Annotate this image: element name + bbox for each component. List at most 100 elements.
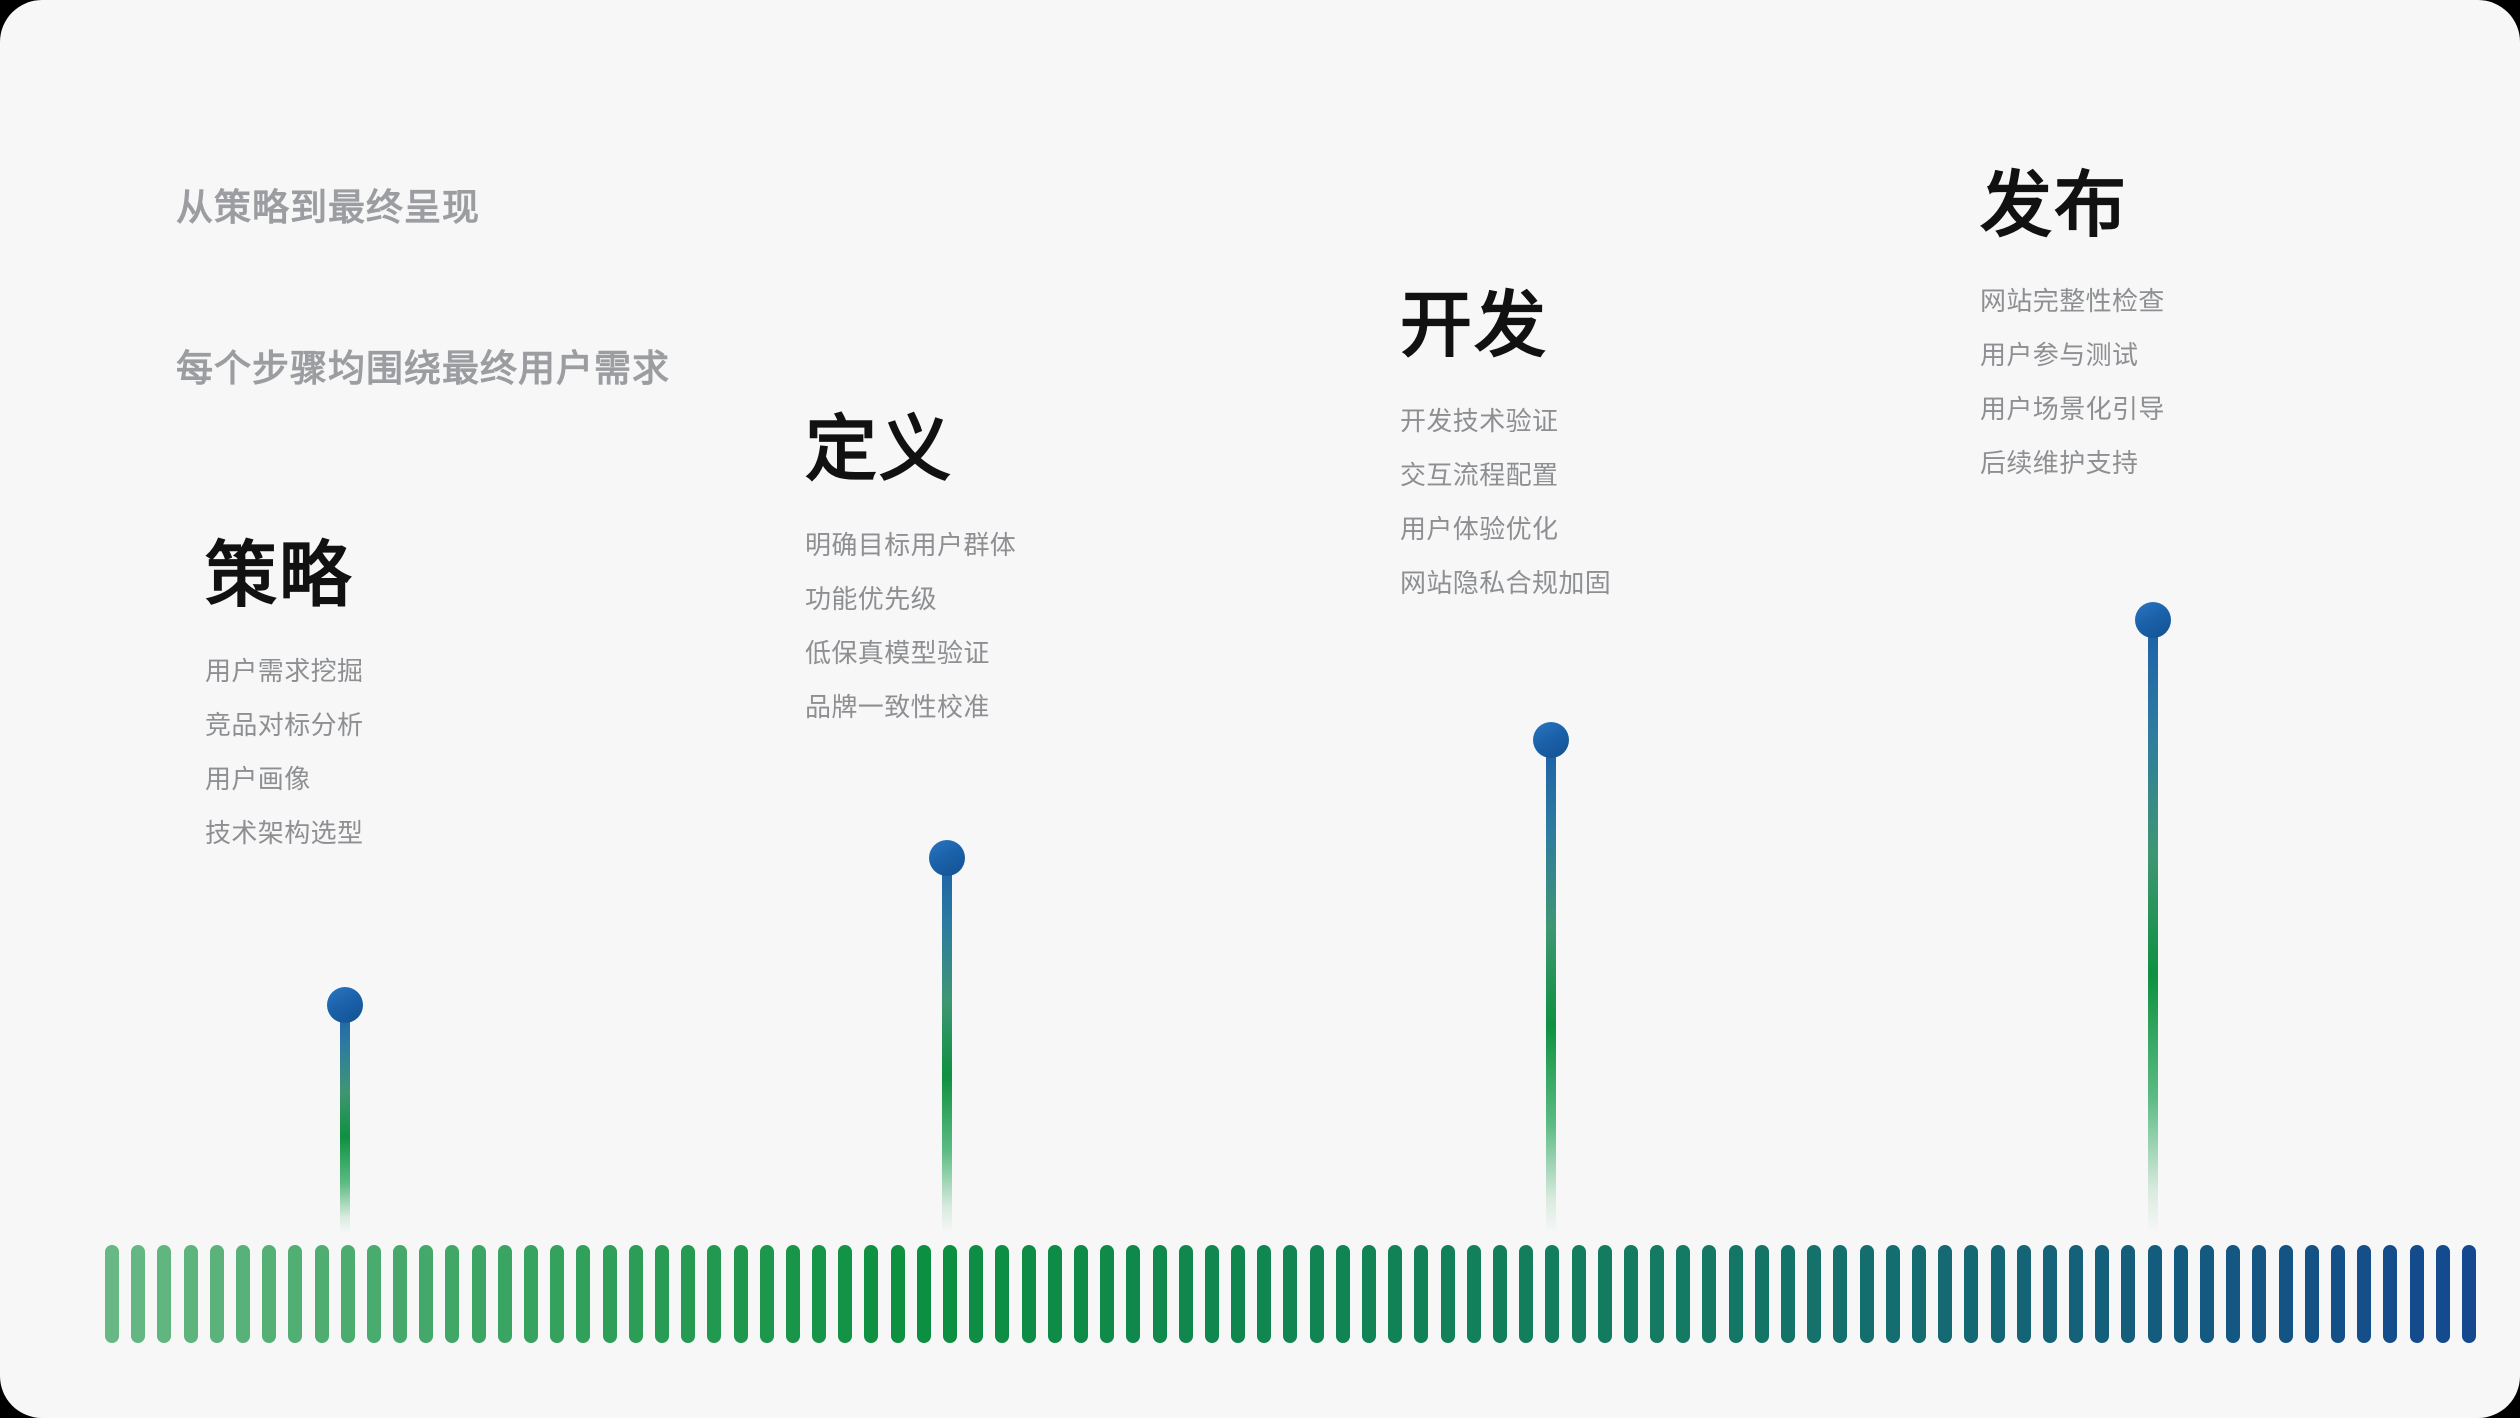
strip-bar (1990, 1245, 2005, 1343)
strip-bar (1754, 1245, 1769, 1343)
timeline-marker-define (929, 840, 965, 1233)
strip-bar (733, 1245, 748, 1343)
marker-stem (1546, 740, 1556, 1233)
list-item: 开发技术验证 (1400, 406, 1559, 436)
strip-bar (969, 1245, 984, 1343)
strip-bar (1231, 1245, 1246, 1343)
stage-title-strategy: 策略 (205, 536, 354, 616)
strip-bar (524, 1245, 538, 1343)
marker-stem (340, 1005, 350, 1233)
strip-bar (235, 1245, 250, 1343)
stage-block-develop: 开发 开发技术验证 交互流程配置 用户体验优化 网站隐私合规加固 (1400, 290, 1611, 596)
strip-bar (995, 1245, 1010, 1343)
timeline-marker-strategy (327, 987, 363, 1233)
strip-bar (2016, 1245, 2031, 1343)
strip-bar (628, 1245, 643, 1343)
strip-bar (1126, 1245, 1141, 1343)
strip-bar (2121, 1245, 2136, 1343)
strip-bar (1414, 1245, 1429, 1343)
strip-bar (550, 1245, 565, 1343)
stage-block-strategy: 策略 用户需求挖掘 竞品对标分析 用户画像 技术架构选型 (205, 540, 363, 846)
strip-bar (2042, 1245, 2057, 1343)
strip-bar (838, 1245, 853, 1343)
header-line-2: 每个步骤均围绕最终用户需求 (176, 348, 670, 390)
stage-item-list-strategy: 用户需求挖掘 竞品对标分析 用户画像 技术架构选型 (205, 658, 363, 846)
strip-bar (419, 1245, 434, 1343)
strip-bar (2278, 1245, 2293, 1343)
strip-bar (2226, 1245, 2241, 1343)
strip-bar (1466, 1245, 1481, 1343)
timeline-marker-develop (1533, 722, 1569, 1233)
marker-dot-icon (1533, 722, 1569, 758)
strip-bar (1885, 1245, 1900, 1343)
strip-bar (602, 1245, 617, 1343)
strip-bar (1833, 1245, 1848, 1343)
strip-bar (1021, 1245, 1036, 1343)
strip-bar (1047, 1245, 1062, 1343)
stage-block-launch: 发布 网站完整性检查 用户参与测试 用户场景化引导 后续维护支持 (1980, 170, 2165, 476)
page-title: 从策略到最终呈现 每个步骤均围绕最终用户需求 (176, 74, 670, 503)
strip-bar (1597, 1245, 1612, 1343)
marker-stem (942, 858, 952, 1233)
timeline-bar-strip (105, 1245, 2477, 1343)
marker-dot-icon (929, 840, 965, 876)
strip-bar (131, 1245, 146, 1343)
strip-bar (681, 1245, 696, 1343)
strip-bar (916, 1245, 931, 1343)
strip-bar (2147, 1245, 2162, 1343)
marker-stem (2148, 620, 2158, 1233)
strip-bar (1807, 1245, 1822, 1343)
strip-bar (1781, 1245, 1795, 1343)
strip-bar (2095, 1245, 2110, 1343)
strip-bar (2461, 1245, 2476, 1343)
stage-title-launch: 发布 (1980, 166, 2129, 246)
stage-item-list-launch: 网站完整性检查 用户参与测试 用户场景化引导 后续维护支持 (1980, 288, 2165, 476)
strip-bar (2252, 1245, 2267, 1343)
timeline-marker-launch (2135, 602, 2171, 1233)
strip-bar (1702, 1245, 1717, 1343)
strip-bar (1335, 1245, 1350, 1343)
strip-bar (1257, 1245, 1272, 1343)
strip-bar (1178, 1245, 1193, 1343)
list-item: 明确目标用户群体 (805, 530, 1017, 560)
marker-dot-icon (327, 987, 363, 1023)
strip-bar (1309, 1245, 1324, 1343)
header-line-1: 从策略到最终呈现 (176, 187, 480, 229)
strip-bar (471, 1245, 486, 1343)
strip-bar (209, 1245, 224, 1343)
stage-block-define: 定义 明确目标用户群体 功能优先级 低保真模型验证 品牌一致性校准 (805, 414, 1016, 720)
strip-bar (340, 1245, 355, 1343)
strip-bar (1492, 1245, 1507, 1343)
list-item: 用户场景化引导 (1980, 394, 2165, 424)
strip-bar (1283, 1245, 1298, 1343)
strip-bar (785, 1245, 800, 1343)
strip-bar (1388, 1245, 1403, 1343)
strip-bar (157, 1245, 172, 1343)
strip-bar (288, 1245, 303, 1343)
strip-bar (1362, 1245, 1376, 1343)
strip-bar (1152, 1245, 1167, 1343)
strip-bar (2357, 1245, 2372, 1343)
strip-bar (2435, 1245, 2450, 1343)
stage-title-develop: 开发 (1400, 286, 1549, 366)
strip-bar (1571, 1245, 1586, 1343)
strip-bar (2173, 1245, 2188, 1343)
strip-bar (576, 1245, 591, 1343)
strip-bar (1440, 1245, 1455, 1343)
strip-bar (759, 1245, 774, 1343)
strip-bar (497, 1245, 512, 1343)
strip-bar (943, 1245, 957, 1343)
strip-bar (1204, 1245, 1219, 1343)
list-item: 网站隐私合规加固 (1400, 568, 1612, 598)
list-item: 用户参与测试 (1980, 340, 2139, 370)
strip-bar (654, 1245, 669, 1343)
list-item: 用户需求挖掘 (205, 656, 364, 686)
list-item: 品牌一致性校准 (805, 692, 990, 722)
strip-bar (1859, 1245, 1874, 1343)
strip-bar (105, 1245, 119, 1343)
strip-bar (1545, 1245, 1560, 1343)
strip-bar (2069, 1245, 2084, 1343)
strip-bar (2330, 1245, 2345, 1343)
strip-bar (262, 1245, 277, 1343)
strip-bar (1676, 1245, 1691, 1343)
